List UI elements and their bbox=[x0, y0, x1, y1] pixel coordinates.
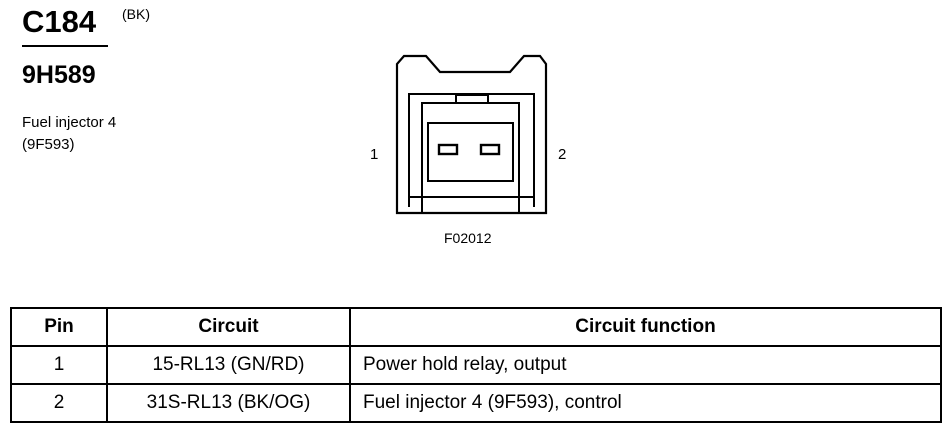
figure-id: F02012 bbox=[444, 230, 492, 246]
terminal-block-outer bbox=[421, 102, 520, 198]
connector-housing-outline bbox=[395, 54, 548, 215]
pin-table: Pin Circuit Circuit function 1 15-RL13 (… bbox=[10, 307, 942, 423]
connector-latch-tab bbox=[455, 94, 489, 103]
pin-label-left: 1 bbox=[370, 146, 378, 163]
component-ref: (9F593) bbox=[22, 136, 75, 153]
title-rule bbox=[22, 45, 108, 47]
terminal-block-inner bbox=[427, 122, 514, 182]
table-header-row: Pin Circuit Circuit function bbox=[10, 307, 942, 347]
terminal-pin-1 bbox=[437, 143, 459, 156]
header-pin: Pin bbox=[10, 307, 108, 347]
connector-id: C184 bbox=[22, 4, 97, 39]
component-name: Fuel injector 4 bbox=[22, 114, 117, 131]
table-row: 1 15-RL13 (GN/RD) Power hold relay, outp… bbox=[10, 345, 942, 385]
header-circuit: Circuit bbox=[106, 307, 351, 347]
pin-label-right: 2 bbox=[558, 146, 566, 163]
cell-circuit-function: Power hold relay, output bbox=[349, 345, 942, 385]
cell-circuit-function: Fuel injector 4 (9F593), control bbox=[349, 383, 942, 423]
cell-pin: 1 bbox=[10, 345, 108, 385]
header-circuit-function: Circuit function bbox=[349, 307, 942, 347]
cell-circuit: 15-RL13 (GN/RD) bbox=[106, 345, 351, 385]
table-row: 2 31S-RL13 (BK/OG) Fuel injector 4 (9F59… bbox=[10, 383, 942, 423]
connector-color: (BK) bbox=[122, 6, 150, 22]
terminal-pin-2 bbox=[479, 143, 501, 156]
connector-foot bbox=[409, 196, 534, 213]
part-number: 9H589 bbox=[22, 61, 96, 89]
connector-diagram: 1 2 F02012 bbox=[370, 54, 566, 246]
cell-pin: 2 bbox=[10, 383, 108, 423]
cell-circuit: 31S-RL13 (BK/OG) bbox=[106, 383, 351, 423]
